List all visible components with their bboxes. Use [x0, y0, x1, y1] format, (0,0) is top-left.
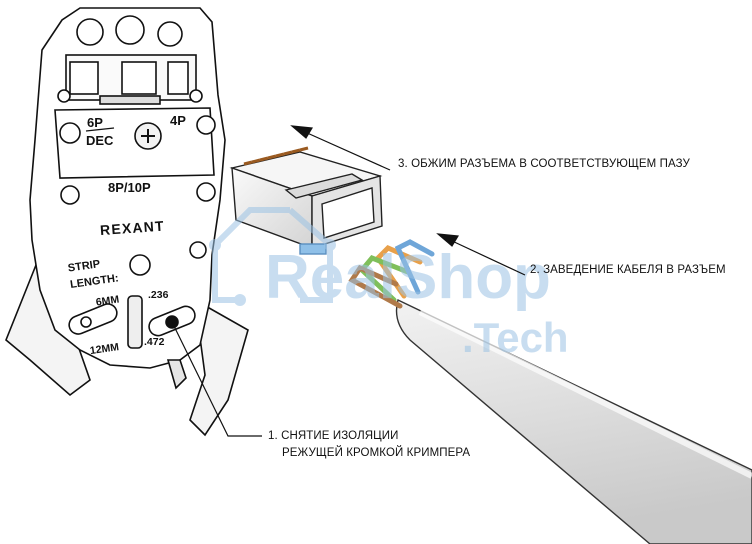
tool-lower-jaw-right	[189, 298, 249, 437]
tool-label-dec: DEC	[86, 133, 114, 148]
tool-label-6p: 6P	[87, 115, 103, 130]
network-cable	[348, 239, 752, 544]
crimping-tool: 6P DEC 4P 8P/10P REXANT STRIP LENGTH: 6M…	[5, 7, 249, 437]
tool-hole-right	[196, 115, 216, 135]
tool-label-strip: STRIP	[67, 258, 101, 274]
tool-label-8p10p: 8P/10P	[108, 180, 151, 195]
tool-crimp-face	[54, 107, 215, 179]
tool-hole-left	[59, 122, 81, 144]
plug-latch	[284, 173, 364, 199]
wire-blue	[394, 239, 435, 295]
callout-leader-1	[171, 321, 262, 437]
step-text-2: ЗАВЕДЕНИЕ КАБЕЛЯ В РАЗЪЕМ	[543, 264, 726, 276]
cable-wire-pairs	[348, 239, 435, 309]
tool-teeth	[99, 95, 161, 105]
step-number-2: 2.	[530, 264, 540, 276]
wire-orange	[374, 245, 423, 299]
wire-brown	[348, 264, 403, 309]
step-text-1: СНЯТИЕ ИЗОЛЯЦИИ	[281, 430, 399, 442]
tool-label-6mm: 6MM	[95, 293, 120, 308]
wire-green	[358, 255, 411, 303]
tool-label-472: .472	[144, 336, 165, 348]
watermark: RealShop .Tech	[209, 207, 569, 361]
tool-blade-tip	[166, 359, 187, 390]
step-caption-1: 1. СНЯТИЕ ИЗОЛЯЦИИ	[268, 430, 398, 442]
tool-slot-1	[69, 61, 99, 95]
step-text-1-line-2: РЕЖУЩЕЙ КРОМКОЙ КРИМПЕРА	[282, 447, 471, 459]
step-number-1: 1.	[268, 430, 278, 442]
cable-highlight	[418, 309, 752, 479]
tool-brand-logo: REXANT	[100, 218, 166, 238]
tool-strip-blade	[127, 295, 143, 349]
tool-label-236: .236	[148, 289, 169, 301]
cable-jacket	[395, 299, 752, 544]
tool-screw-top-right	[189, 89, 203, 103]
tool-top-hole-3	[157, 21, 183, 47]
tool-top-hole-1	[76, 18, 104, 46]
watermark-line-2: .Tech	[462, 314, 569, 361]
plug-contacts	[243, 146, 309, 166]
tool-label-12mm: 12MM	[89, 341, 120, 357]
tool-label-4p: 4P	[170, 113, 186, 128]
step-caption-3: 3. ОБЖИМ РАЗЪЕМА В СООТВЕТСТВУЮЩЕМ ПАЗУ	[398, 158, 690, 170]
tool-hole-lower-right	[189, 241, 207, 259]
callout-arrow-3	[290, 125, 391, 171]
tool-hole-mid-left	[60, 185, 80, 205]
plug-opening	[321, 187, 375, 239]
step-number-3: 3.	[398, 158, 408, 170]
callout-arrow-2	[436, 233, 526, 276]
tool-slot-3	[167, 61, 189, 95]
rj45-plug	[229, 146, 383, 255]
tool-hole-strip	[129, 254, 151, 276]
step-caption-1-line-2: РЕЖУЩЕЙ КРОМКОЙ КРИМПЕРА	[282, 447, 470, 459]
step-text-3: ОБЖИМ РАЗЪЕМА В СООТВЕТСТВУЮЩЕМ ПАЗУ	[411, 158, 690, 170]
watermark-line-1: RealShop	[265, 243, 551, 312]
tool-screw-top-left	[57, 89, 71, 103]
watermark-house-icon	[212, 207, 333, 303]
tool-top-hole-2	[115, 15, 145, 45]
tool-hole-mid-right	[196, 182, 216, 202]
step-caption-2: 2. ЗАВЕДЕНИЕ КАБЕЛЯ В РАЗЪЕМ	[530, 264, 726, 276]
tool-slot-2	[121, 61, 157, 95]
tool-strip-slot-left	[68, 303, 118, 335]
